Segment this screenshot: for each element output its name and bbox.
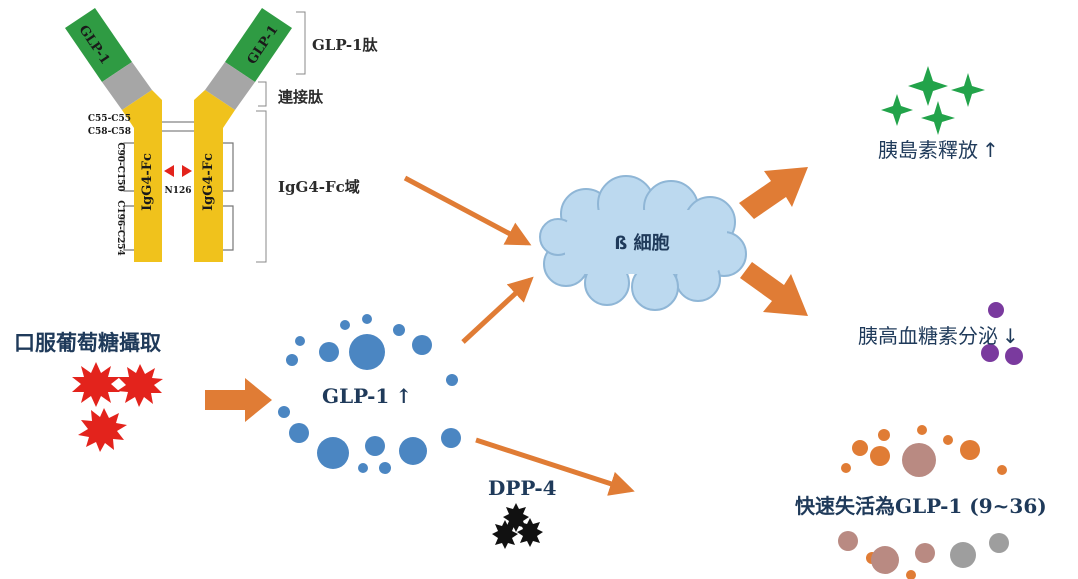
disulfide-bracket-c90-left <box>123 142 134 192</box>
insulin-release-label: 胰島素釋放↑ <box>878 138 999 162</box>
legend-glp-peptide: GLP-1肽 <box>312 36 378 54</box>
inactive-glp1-dots <box>838 425 1009 579</box>
n126-arrow-right <box>182 165 192 177</box>
bracket-fc-domain <box>256 110 267 263</box>
legend-linker: 連接肽 <box>278 88 324 106</box>
fc-arm-left <box>122 90 162 262</box>
glp1-dots <box>278 314 461 474</box>
insulin-sparkles <box>881 66 985 135</box>
disulfide-label-c55: C55-C55 <box>88 114 131 124</box>
arrow-glucose-to-glp1 <box>205 378 272 422</box>
dpp4-stars <box>492 503 543 549</box>
bracket-glp-peptide <box>296 11 306 75</box>
disulfide-bracket-c196-left <box>123 205 134 251</box>
disulfide-bracket-c90-right <box>223 142 234 192</box>
fc-label-left: IgG4-Fc <box>140 153 155 211</box>
disulfide-label-c196: C196-C254 <box>115 200 125 256</box>
linker-segment-left <box>102 62 152 110</box>
linker-segment-right <box>205 62 255 110</box>
arrow-antibody-to-cell <box>403 175 532 246</box>
antibody-structure: GLP-1 GLP-1 IgG4-Fc IgG4-Fc C55-C55 C58-… <box>65 8 292 262</box>
up-arrow-glp1: ↑ <box>395 384 413 408</box>
beta-cell-fill <box>565 210 727 274</box>
oral-glucose-label: 口服葡萄糖攝取 <box>14 331 161 355</box>
arrow-glp1-to-cell <box>461 276 534 344</box>
glucagon-dots <box>981 302 1023 365</box>
arrow-cell-to-insulin <box>739 167 808 219</box>
disulfide-label-c58: C58-C58 <box>88 127 131 137</box>
arrow-cell-to-glucagon <box>740 262 808 316</box>
dpp4-label: DPP-4 <box>488 476 557 500</box>
glp1-segment-right <box>225 8 292 82</box>
glp1-segment-left <box>65 8 132 82</box>
beta-cell-label: ß 細胞 <box>614 232 669 254</box>
disulfide-label-c90: C90-C150 <box>115 142 125 191</box>
glp1-level-label: GLP-1↑ <box>322 384 413 408</box>
glucagon-secretion-label: 胰高血糖素分泌↓ <box>858 324 1019 348</box>
n126-arrow-left <box>164 165 174 177</box>
inactivation-label: 快速失活為GLP-1 (9~36) <box>795 494 1047 518</box>
up-arrow-insulin: ↑ <box>982 138 999 162</box>
bracket-linker <box>258 81 267 107</box>
arrow-glp1-to-dpp4 <box>475 437 635 496</box>
disulfide-bracket-c196-right <box>223 205 234 251</box>
legend-fc-domain: IgG4-Fc域 <box>278 178 360 196</box>
down-arrow-glucagon: ↓ <box>1002 324 1019 348</box>
glucose-stars <box>72 362 163 452</box>
fc-arm-right <box>194 90 235 262</box>
n126-label: N126 <box>164 186 191 196</box>
fc-label-right: IgG4-Fc <box>201 153 216 211</box>
